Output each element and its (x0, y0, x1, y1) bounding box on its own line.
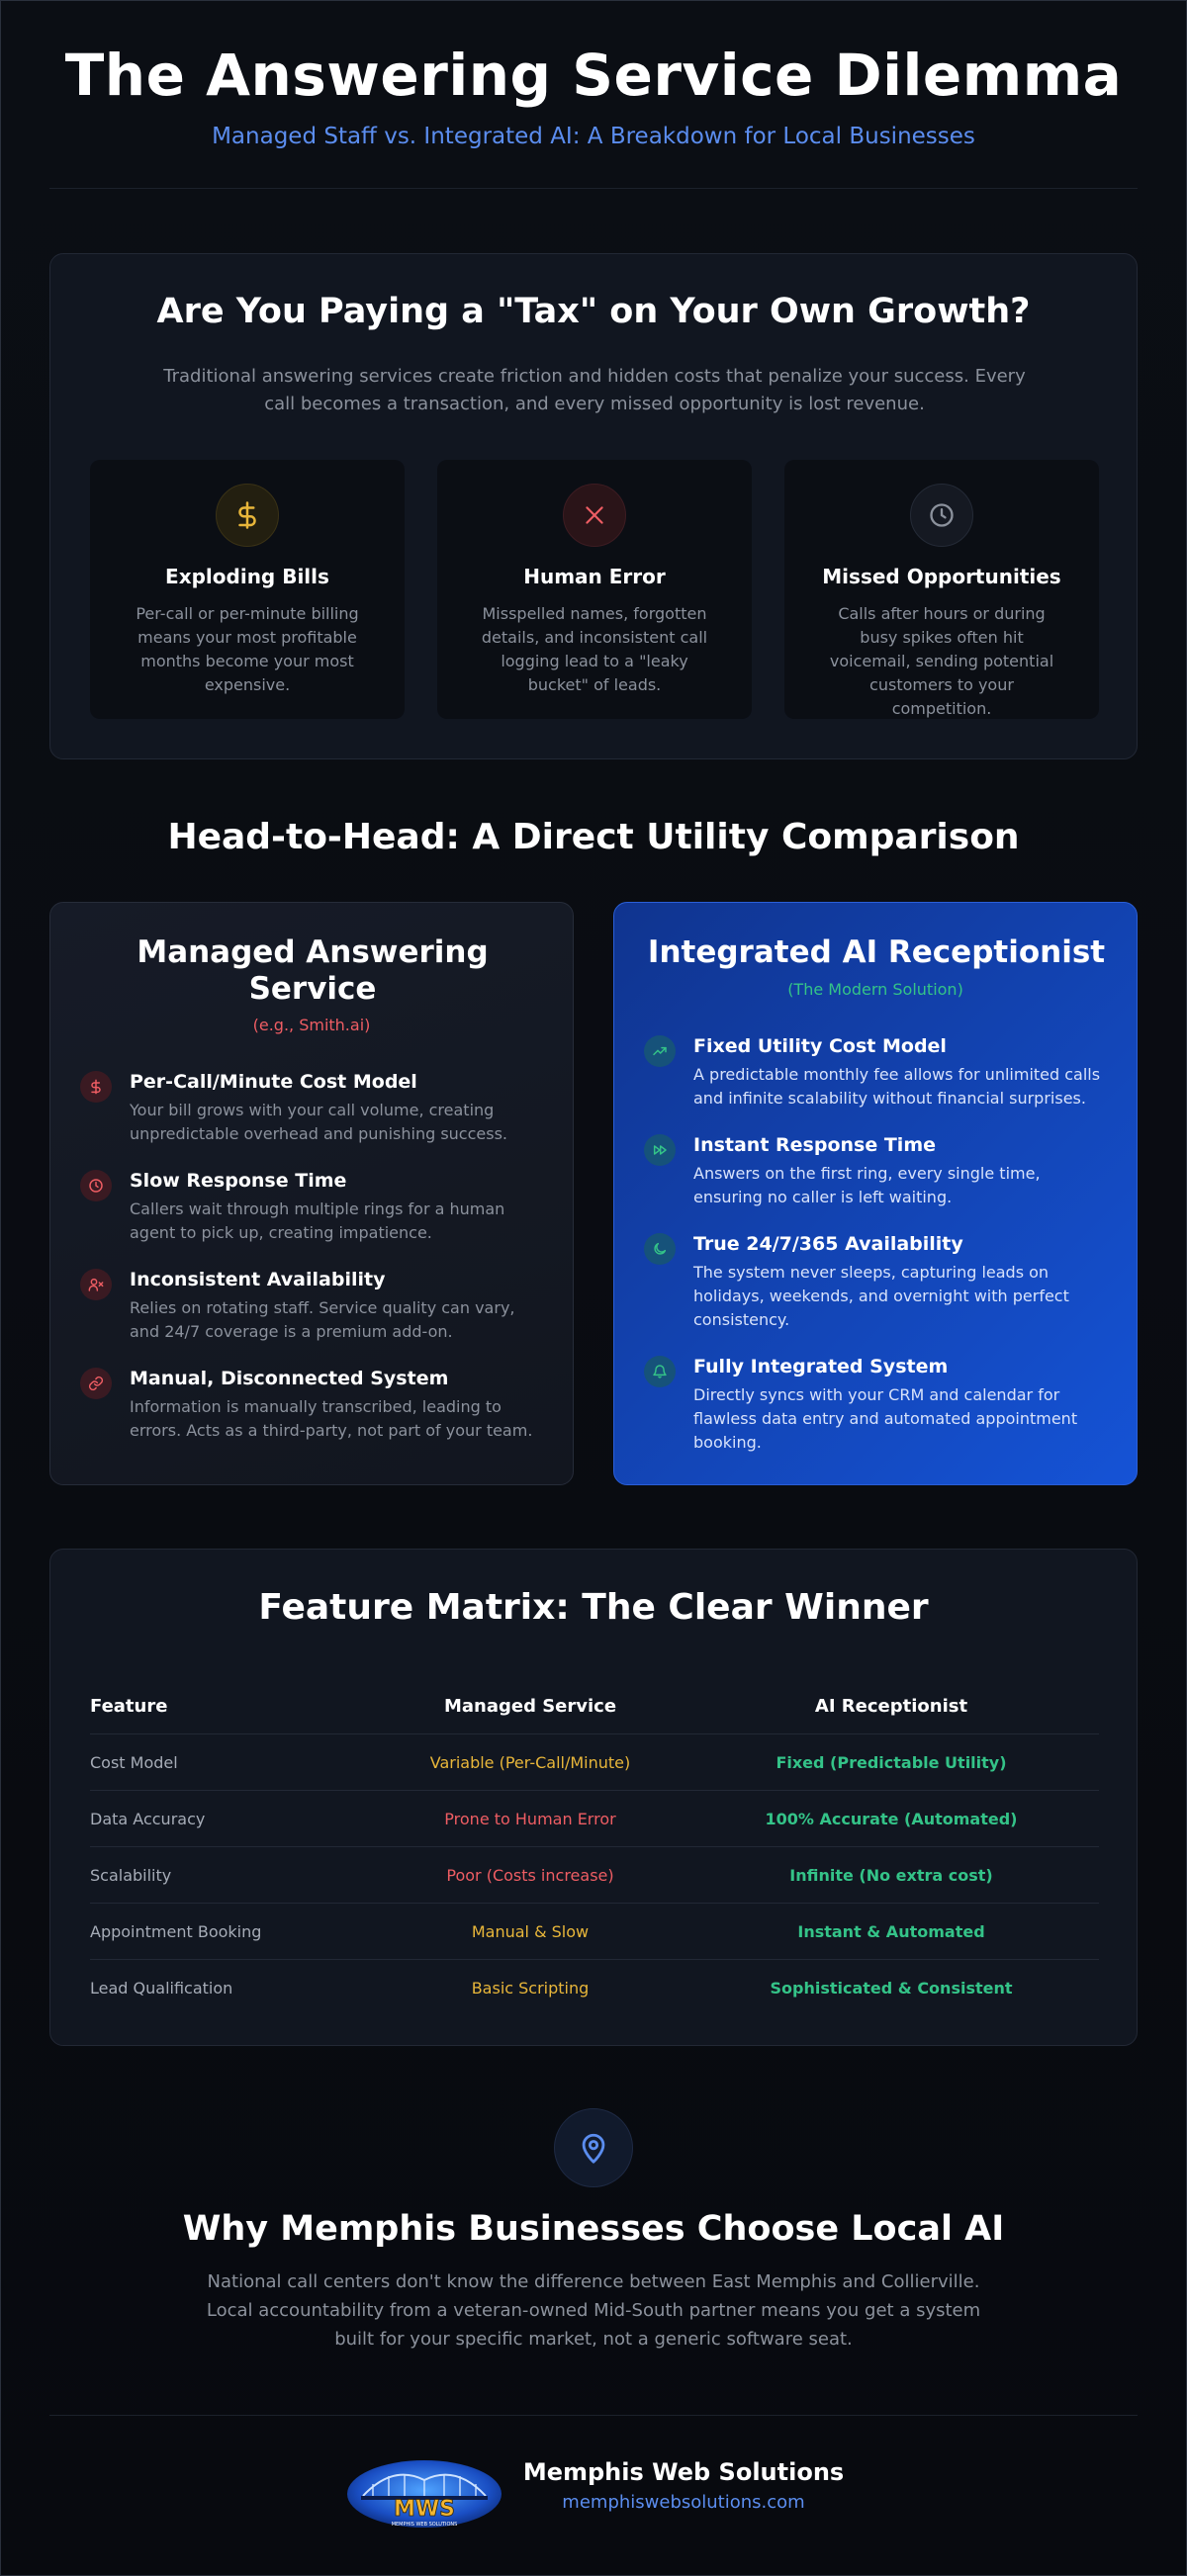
ai-receptionist-card: Integrated AI Receptionist (The Modern S… (613, 902, 1138, 1485)
matrix-feature: Appointment Booking (90, 1922, 262, 1941)
matrix-managed-value: Manual & Slow (471, 1922, 590, 1941)
clock-icon (910, 484, 973, 547)
user-x-icon (80, 1269, 112, 1300)
local-title: Why Memphis Businesses Choose Local AI (182, 2209, 1005, 2249)
ai-item-title: True 24/7/365 Availability (693, 1233, 963, 1255)
growth-tax-lead: Traditional answering services create fr… (163, 366, 1026, 414)
fast-forward-icon (644, 1134, 676, 1166)
managed-service-card: Managed Answering Service (e.g., Smith.a… (49, 902, 574, 1485)
brand-name: Memphis Web Solutions (522, 2458, 845, 2486)
header-divider (49, 188, 1138, 189)
matrix-managed-value: Prone to Human Error (444, 1810, 616, 1828)
ai-item-text: A predictable monthly fee allows for unl… (693, 1065, 1101, 1108)
managed-item-title: Per-Call/Minute Cost Model (130, 1071, 417, 1093)
matrix-table: Feature Managed Service AI Receptionist … (90, 1678, 1099, 2016)
table-row: Data Accuracy Prone to Human Error 100% … (90, 1791, 1099, 1847)
managed-item-text: Your bill grows with your call volume, c… (130, 1101, 507, 1143)
clock-icon (80, 1170, 112, 1201)
problem-card-missed: Missed Opportunities Calls after hours o… (784, 460, 1099, 719)
ai-item-title: Fixed Utility Cost Model (693, 1035, 947, 1057)
matrix-feature: Lead Qualification (90, 1979, 233, 1998)
managed-item-title: Manual, Disconnected System (130, 1368, 449, 1389)
moon-icon (644, 1233, 676, 1265)
matrix-header-row: Feature Managed Service AI Receptionist (90, 1678, 1099, 1734)
matrix-ai-value: 100% Accurate (Automated) (765, 1810, 1018, 1828)
managed-item-text: Callers wait through multiple rings for … (130, 1199, 505, 1242)
matrix-header: Feature (90, 1696, 168, 1717)
managed-item-title: Slow Response Time (130, 1170, 347, 1192)
matrix-managed-value: Variable (Per-Call/Minute) (429, 1753, 631, 1772)
ai-tag: (The Modern Solution) (787, 980, 963, 999)
problem-card-text: Calls after hours or during busy spikes … (829, 604, 1054, 718)
page-subtitle: Managed Staff vs. Integrated AI: A Break… (212, 124, 975, 149)
logo-text: MWS (394, 2497, 455, 2522)
ai-item-text: Answers on the first ring, every single … (693, 1164, 1041, 1206)
table-row: Cost Model Variable (Per-Call/Minute) Fi… (90, 1734, 1099, 1791)
matrix-header: Managed Service (443, 1696, 617, 1717)
matrix-managed-value: Poor (Costs increase) (446, 1866, 614, 1885)
ai-title: Integrated AI Receptionist (647, 934, 1106, 970)
logo-small-text: MEMPHIS WEB SOLUTIONS (392, 2522, 458, 2528)
managed-tag: (e.g., Smith.ai) (252, 1016, 371, 1034)
problem-card-text: Misspelled names, forgotten details, and… (481, 604, 708, 694)
matrix-feature: Data Accuracy (90, 1810, 206, 1828)
growth-tax-section: Are You Paying a "Tax" on Your Own Growt… (49, 253, 1138, 759)
problem-card-bills: Exploding Bills Per-call or per-minute b… (90, 460, 405, 719)
website-link[interactable]: memphiswebsolutions.com (562, 2492, 805, 2513)
table-row: Lead Qualification Basic Scripting Sophi… (90, 1960, 1099, 2016)
matrix-title: Feature Matrix: The Clear Winner (258, 1587, 929, 1628)
table-row: Scalability Poor (Costs increase) Infini… (90, 1847, 1099, 1904)
problem-card-title: Missed Opportunities (822, 565, 1061, 588)
ai-item-text: The system never sleeps, capturing leads… (693, 1263, 1069, 1329)
map-pin-icon (554, 2108, 633, 2187)
dollar-icon (216, 484, 279, 547)
ai-item-text: Directly syncs with your CRM and calenda… (693, 1385, 1078, 1452)
problem-card-title: Human Error (523, 565, 666, 588)
matrix-ai-value: Fixed (Predictable Utility) (776, 1753, 1007, 1772)
problem-card-title: Exploding Bills (165, 565, 329, 588)
bell-ring-icon (644, 1356, 676, 1387)
matrix-ai-value: Instant & Automated (797, 1922, 985, 1941)
matrix-feature: Scalability (90, 1866, 172, 1885)
feature-matrix: Feature Matrix: The Clear Winner Feature… (49, 1549, 1138, 2046)
matrix-ai-value: Sophisticated & Consistent (770, 1979, 1013, 1998)
matrix-header: AI Receptionist (814, 1696, 968, 1717)
company-logo[interactable]: MWS MEMPHIS WEB SOLUTIONS (343, 2450, 505, 2532)
growth-tax-title: Are You Paying a "Tax" on Your Own Growt… (156, 292, 1031, 331)
link-icon (80, 1368, 112, 1399)
managed-item-title: Inconsistent Availability (130, 1269, 386, 1290)
matrix-ai-value: Infinite (No extra cost) (789, 1866, 993, 1885)
page-title: The Answering Service Dilemma (64, 42, 1123, 109)
managed-item-text: Relies on rotating staff. Service qualit… (130, 1298, 515, 1341)
ai-item-title: Fully Integrated System (693, 1356, 949, 1377)
matrix-managed-value: Basic Scripting (471, 1979, 590, 1998)
managed-item-text: Information is manually transcribed, lea… (130, 1397, 533, 1440)
table-row: Appointment Booking Manual & Slow Instan… (90, 1904, 1099, 1960)
ai-item-title: Instant Response Time (693, 1134, 937, 1156)
local-text: National call centers don't know the dif… (206, 2271, 981, 2350)
comparison-title: Head-to-Head: A Direct Utility Compariso… (167, 817, 1020, 857)
trending-up-icon (644, 1035, 676, 1067)
x-icon (563, 484, 626, 547)
problem-card-text: Per-call or per-minute billing means you… (136, 604, 359, 694)
problem-card-errors: Human Error Misspelled names, forgotten … (437, 460, 752, 719)
matrix-feature: Cost Model (90, 1753, 178, 1772)
managed-title: Managed Answering Service (137, 934, 489, 1007)
dollar-icon (80, 1071, 112, 1103)
footer-divider (49, 2415, 1138, 2416)
